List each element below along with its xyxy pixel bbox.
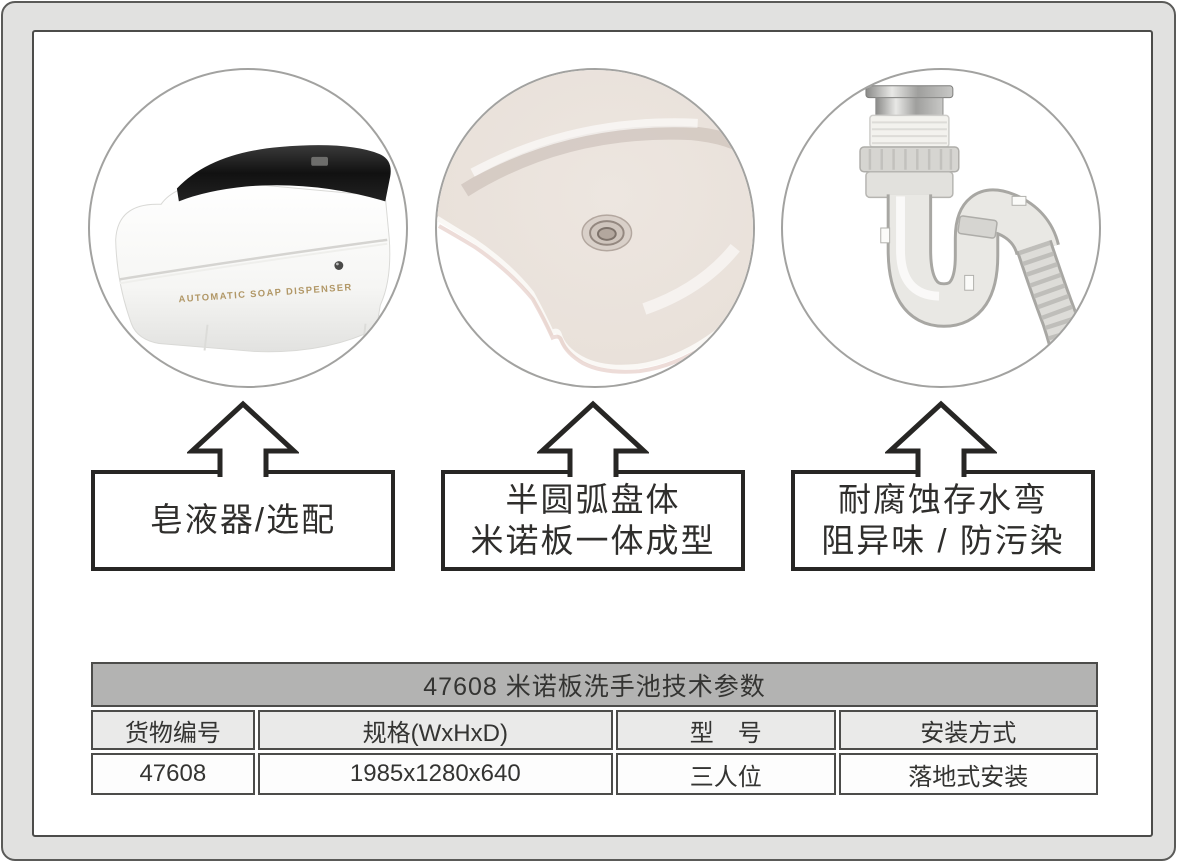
trap-clip-tab-1 — [880, 227, 891, 244]
basin-right-highlight — [642, 243, 740, 315]
callout-trap: 耐腐蚀存水弯 阻异味 / 防污染 — [791, 470, 1095, 571]
callout-label-line: 阻异味 / 防污染 — [821, 521, 1065, 559]
photo-dispenser-circle: AUTOMATIC SOAP DISPENSER — [88, 68, 408, 388]
trap-coupler — [865, 170, 954, 199]
table-title: 47608 米诺板洗手池技术参数 — [91, 662, 1098, 707]
callout-basin: 半圆弧盘体 米诺板一体成型 — [441, 470, 745, 571]
callout-label-line: 米诺板一体成型 — [470, 521, 716, 559]
up-arrow-icon — [883, 399, 999, 477]
spec-table: 47608 米诺板洗手池技术参数 货物编号 规格(WxHxD) 型 号 安装方式… — [88, 659, 1101, 798]
column-header-size: 规格(WxHxD) — [257, 710, 613, 750]
up-arrow-icon — [185, 399, 301, 477]
cell-size: 1985x1280x640 — [257, 753, 613, 795]
callout-label-line: 半圆弧盘体 — [505, 481, 681, 519]
dispenser-seam-line — [119, 238, 388, 281]
table-title-row: 47608 米诺板洗手池技术参数 — [91, 662, 1098, 707]
drain-trap-illustration — [859, 85, 1094, 386]
callout-dispenser: 皂液器/选配 — [91, 470, 395, 571]
table-data-row: 47608 1985x1280x640 三人位 落地式安装 — [91, 753, 1098, 795]
callout-label-line: 皂液器/选配 — [149, 501, 337, 539]
trap-pipe-highlight — [896, 196, 940, 301]
trap-clip-tab-2 — [964, 274, 975, 291]
trap-drain-barrel — [875, 97, 944, 116]
dispenser-lid — [176, 145, 391, 202]
drain-hole — [596, 227, 617, 241]
cell-item-no: 47608 — [91, 753, 255, 795]
dispenser-lid-switch — [311, 156, 328, 166]
basin-contour-highlight — [470, 118, 698, 177]
photo-trap-circle — [781, 68, 1101, 388]
trap-lock-nut — [859, 146, 960, 173]
soap-dispenser-illustration: AUTOMATIC SOAP DISPENSER — [115, 145, 391, 353]
dispenser-base-notch-left — [203, 324, 209, 351]
table-header-row: 货物编号 规格(WxHxD) 型 号 安装方式 — [91, 710, 1098, 750]
cell-installation: 落地式安装 — [838, 753, 1098, 795]
column-header-model: 型 号 — [615, 710, 836, 750]
column-header-installation: 安装方式 — [838, 710, 1098, 750]
trap-joint-nut — [957, 215, 998, 239]
photo-basin-circle — [435, 68, 755, 388]
dispenser-body — [115, 180, 391, 353]
dispenser-sensor-dot — [334, 261, 344, 270]
column-header-item-no: 货物编号 — [91, 710, 255, 750]
content-panel: AUTOMATIC SOAP DISPENSER — [32, 30, 1153, 837]
trap-nut-ridges — [868, 149, 953, 170]
trap-drain-flange — [865, 85, 954, 99]
up-arrow-icon — [535, 399, 651, 477]
cell-model: 三人位 — [615, 753, 836, 795]
sink-basin-illustration — [437, 70, 753, 374]
trap-collar-threads — [871, 121, 947, 145]
trap-clip-tab-3 — [1011, 195, 1027, 206]
dispenser-seam-shadow — [119, 242, 388, 285]
dispenser-sensor-highlight — [335, 262, 339, 266]
callout-label-line: 耐腐蚀存水弯 — [838, 481, 1048, 519]
basin-rim-highlight — [437, 216, 753, 370]
